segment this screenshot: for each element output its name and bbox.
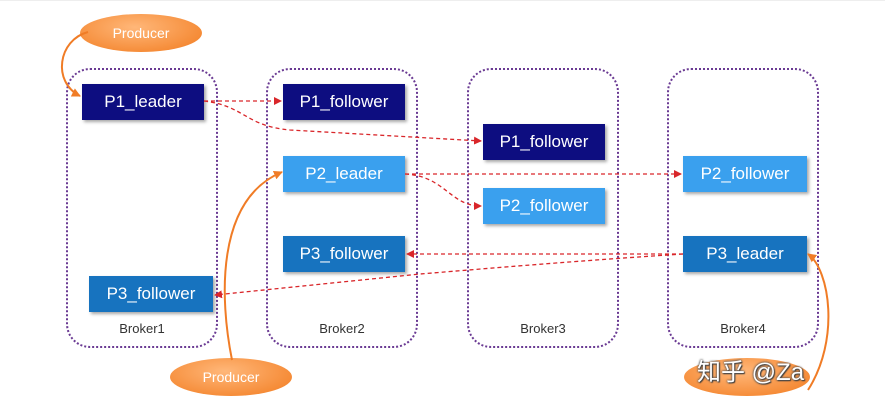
broker-3-label: Broker3 [520,321,566,336]
p3-follower-broker1: P3_follower [89,276,213,312]
producer-bottom: Producer [170,358,292,396]
broker-1-label: Broker1 [119,321,165,336]
p2-follower-broker4: P2_follower [683,156,807,192]
producer-broker4-partial [684,358,810,396]
broker-4-label: Broker4 [720,321,766,336]
broker-3: Broker3 [467,68,619,348]
p3-leader: P3_leader [683,236,807,272]
p1-follower-broker3: P1_follower [483,124,605,160]
top-divider [0,0,885,1]
p2-follower-broker3: P2_follower [483,188,605,224]
producer-top: Producer [80,14,202,52]
broker-4: Broker4 [667,68,819,348]
p3-follower-broker2: P3_follower [283,236,405,272]
broker-1: Broker1 [66,68,218,348]
p1-leader: P1_leader [82,84,204,120]
p1-follower-broker2: P1_follower [283,84,405,120]
p2-leader: P2_leader [283,156,405,192]
broker-2-label: Broker2 [319,321,365,336]
zhihu-watermark: 知乎 @Za [697,359,805,386]
